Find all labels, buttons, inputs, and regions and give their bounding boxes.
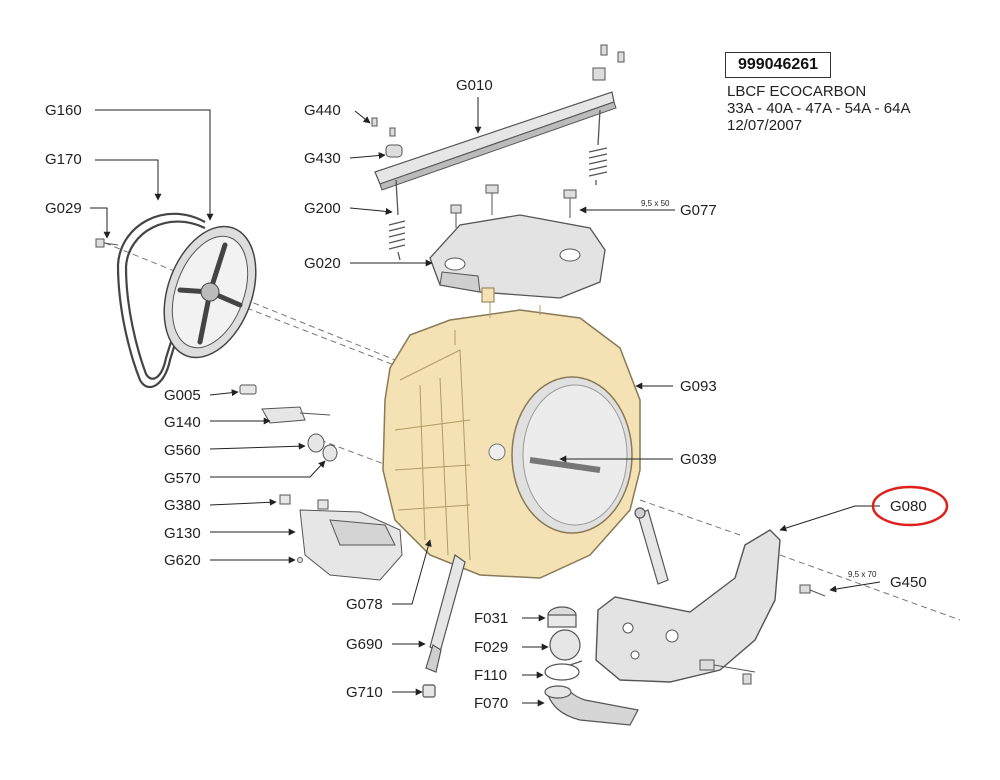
callout-g029: G029: [45, 200, 82, 217]
callout-g160: G160: [45, 102, 82, 119]
counterweight-bolts-lower: [699, 584, 826, 685]
callout-g450: G450: [890, 574, 927, 591]
callout-f029: F029: [474, 639, 509, 656]
drain-parts: [544, 606, 639, 726]
model-variants: 33A - 40A - 47A - 54A - 64A: [727, 100, 911, 117]
callout-g020: G020: [304, 255, 341, 272]
front-counterweight-part: [595, 529, 781, 683]
callout-g078: G078: [346, 596, 383, 613]
part-number-box: 999046261: [725, 52, 831, 78]
callout-g560: G560: [164, 442, 201, 459]
callout-g130: G130: [164, 525, 201, 542]
top-screws: [371, 44, 625, 158]
callout-g620: G620: [164, 552, 201, 569]
counterweight-bolts: [450, 184, 577, 228]
callout-g039: G039: [680, 451, 717, 468]
shock-absorbers: [422, 507, 669, 698]
callout-g093: G093: [680, 378, 717, 395]
callout-g170: G170: [45, 151, 82, 168]
model-name: LBCF ECOCARBON: [727, 83, 867, 100]
callout-f070: F070: [474, 695, 509, 712]
callout-g430: G430: [304, 150, 341, 167]
callout-g690: G690: [346, 636, 383, 653]
callout-g440: G440: [304, 102, 341, 119]
pulley-screw-part: [95, 238, 119, 248]
wash-tub-part: [382, 287, 641, 579]
bolt-dimension-small: 9,5 x 50: [641, 199, 670, 208]
callout-g140: G140: [164, 414, 201, 431]
drum-pulley-part: [163, 225, 257, 359]
callout-g010: G010: [456, 77, 493, 94]
top-counterweight-part: [429, 214, 606, 299]
callout-g077: G077: [680, 202, 717, 219]
callout-g710: G710: [346, 684, 383, 701]
document-date: 12/07/2007: [727, 117, 803, 134]
callout-g570: G570: [164, 470, 201, 487]
callout-g080: G080: [890, 498, 927, 515]
suspension-springs: [388, 109, 608, 261]
callout-f110: F110: [474, 667, 508, 684]
top-bar-part: [374, 91, 617, 191]
callout-g380: G380: [164, 497, 201, 514]
callout-g200: G200: [304, 200, 341, 217]
motor-bracket-parts: [279, 494, 403, 581]
heater-parts: [239, 384, 338, 462]
g080-highlight-circle: [871, 485, 949, 527]
bolt-dimension-large: 9,5 x 70: [848, 570, 877, 579]
callout-f031: F031: [474, 610, 509, 627]
leader-lines: [90, 97, 881, 707]
callout-g005: G005: [164, 387, 201, 404]
